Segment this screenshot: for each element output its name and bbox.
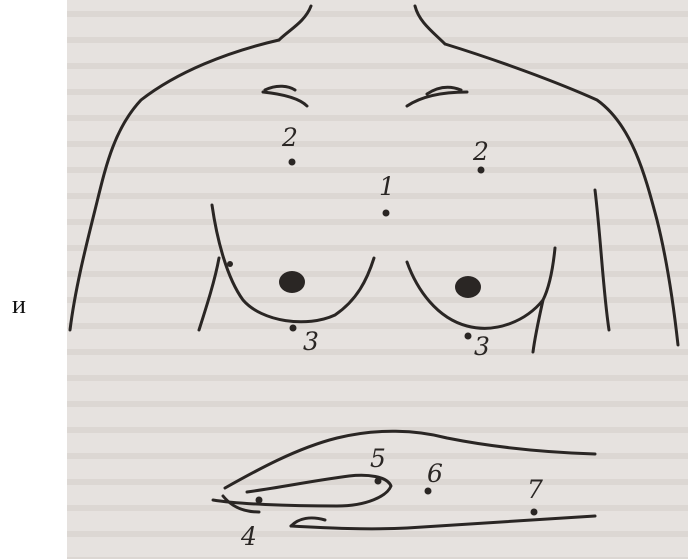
left-nipple	[279, 271, 305, 293]
label-point-4: 4	[240, 522, 257, 551]
anatomy-drawing: 1 2 2 3 3 4 5 6 7	[67, 0, 688, 559]
label-point-3-right: 3	[474, 332, 490, 361]
marker-point-2-right	[478, 167, 485, 174]
marker-left-armpit	[227, 261, 233, 267]
right-nipple	[455, 276, 481, 298]
marker-point-2-left	[289, 159, 296, 166]
marker-point-5	[375, 478, 382, 485]
label-point-2-left: 2	[281, 123, 298, 152]
marker-point-6	[425, 488, 432, 495]
side-letter: и	[3, 290, 35, 320]
label-point-6: 6	[427, 459, 443, 488]
label-point-1: 1	[379, 172, 395, 201]
paper-texture	[67, 0, 688, 559]
marker-point-1	[383, 210, 390, 217]
marker-point-3-right	[465, 333, 472, 340]
scanned-figure: 1 2 2 3 3 4 5 6 7	[67, 0, 688, 559]
marker-point-3-left	[290, 325, 297, 332]
marker-point-7	[531, 509, 538, 516]
label-point-3-left: 3	[303, 327, 319, 356]
label-point-7: 7	[527, 475, 543, 504]
label-point-5: 5	[370, 444, 386, 473]
marker-point-4	[256, 497, 263, 504]
label-point-2-right: 2	[472, 137, 489, 166]
